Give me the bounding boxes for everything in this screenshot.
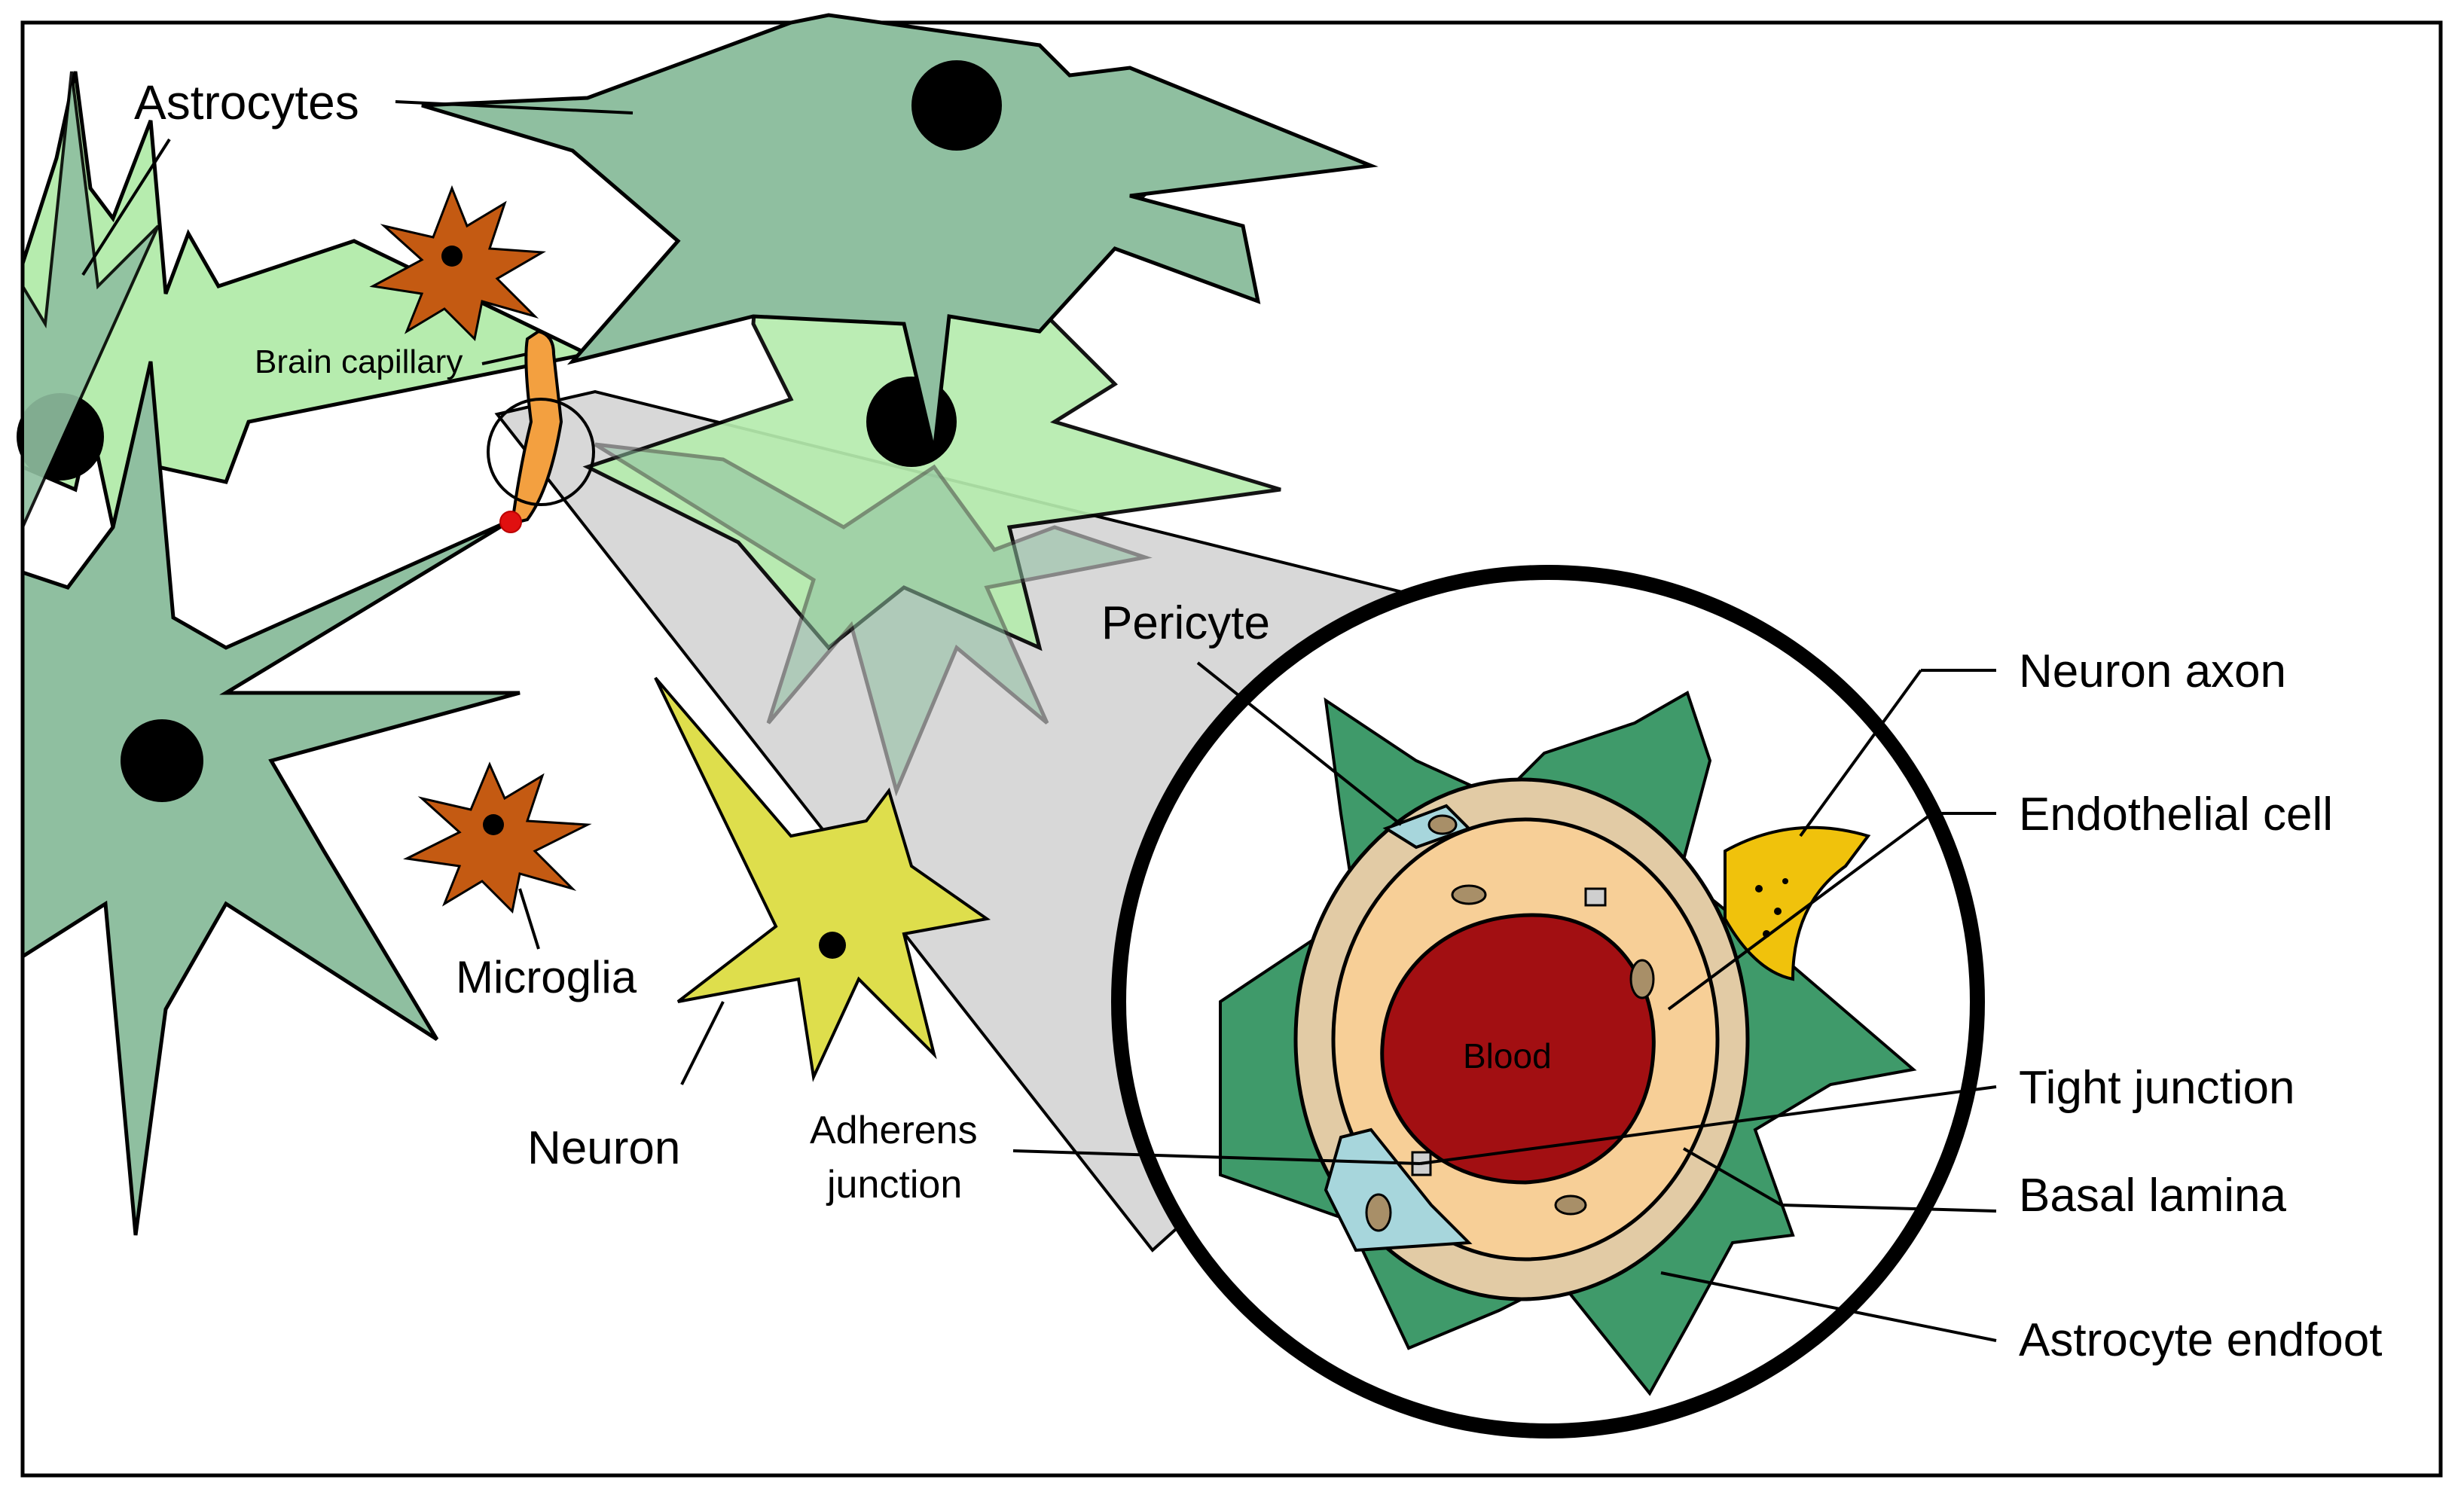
astrocyte-nucleus [866, 377, 957, 467]
brain-capillary [487, 329, 595, 533]
astrocyte-dark-top [421, 13, 1379, 453]
astrocyte-dark-lower-left [20, 361, 521, 1236]
astrocyte-faded-middle [594, 442, 1153, 797]
label-neuron-axon: Neuron axon [2019, 645, 2286, 697]
label-microglia: Microglia [456, 952, 637, 1002]
pericyte-lower [1324, 1127, 1473, 1252]
label-tight-junction: Tight junction [2019, 1062, 2295, 1114]
label-endothelial-cell: Endothelial cell [2019, 789, 2333, 841]
red-blood-cell [499, 511, 522, 533]
astrocyte-nucleus [911, 60, 1002, 151]
label-astrocytes: Astrocytes [134, 75, 359, 130]
label-neuron: Neuron [527, 1122, 680, 1174]
astrocyte-nucleus [121, 719, 203, 802]
neuron-nucleus [819, 932, 846, 959]
microglia-upper [369, 185, 546, 342]
microglia-lower [403, 761, 592, 914]
label-astrocyte-endfoot: Astrocyte endfoot [2019, 1314, 2383, 1366]
label-adherens-junction-line2: junction [826, 1163, 962, 1207]
astrocyte-dark-upper-left [21, 71, 160, 528]
label-brain-capillary: Brain capillary [255, 343, 463, 380]
label-blood: Blood [1463, 1036, 1552, 1075]
magnifier-ring [1111, 565, 1985, 1439]
magnifier-focus-circle [487, 398, 595, 506]
capillary-cross-section [1111, 565, 1985, 1439]
label-basal-lamina: Basal lamina [2019, 1170, 2286, 1222]
pointer-lines [81, 100, 1997, 1342]
label-pericyte: Pericyte [1101, 597, 1270, 649]
neuron-cell [654, 676, 991, 1082]
label-adherens-junction-line1: Adherens [810, 1109, 978, 1152]
tight-junction-mark [1584, 887, 1607, 907]
